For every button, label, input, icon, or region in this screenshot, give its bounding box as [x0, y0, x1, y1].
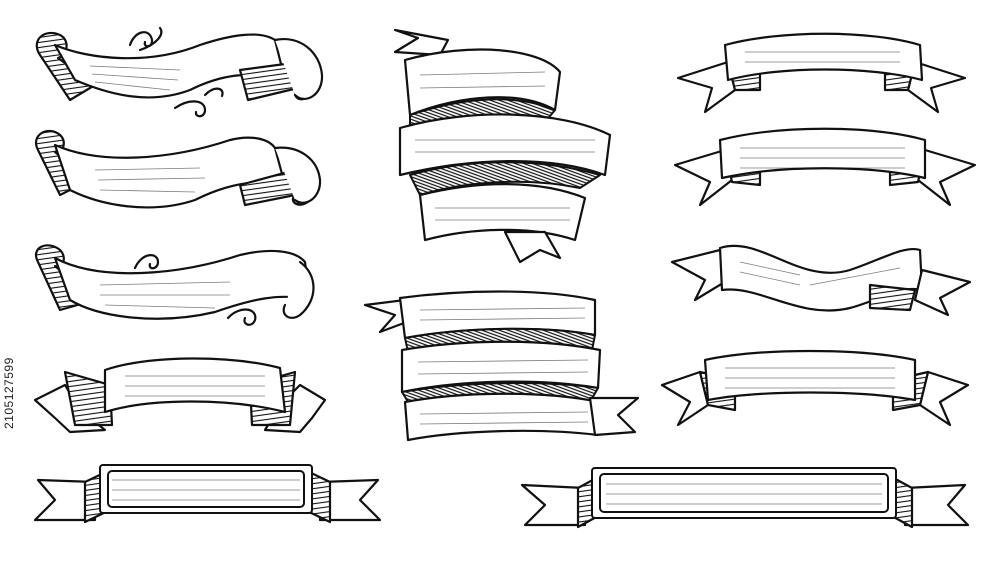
right-banner-3 [670, 244, 972, 317]
bottom-left-plaque [33, 464, 382, 524]
bottom-right-plaque [520, 467, 970, 529]
left-banner-3 [35, 244, 315, 326]
left-banner-4 [33, 357, 327, 434]
left-banner-2 [35, 129, 322, 209]
right-banner-2 [673, 127, 977, 207]
stock-image-id: 2105127599 [2, 357, 16, 429]
center-banner-tall [393, 28, 612, 264]
left-banner-1 [35, 26, 324, 118]
center-banner-low [363, 290, 640, 442]
right-banner-4 [660, 349, 970, 427]
right-banner-1 [676, 32, 967, 114]
